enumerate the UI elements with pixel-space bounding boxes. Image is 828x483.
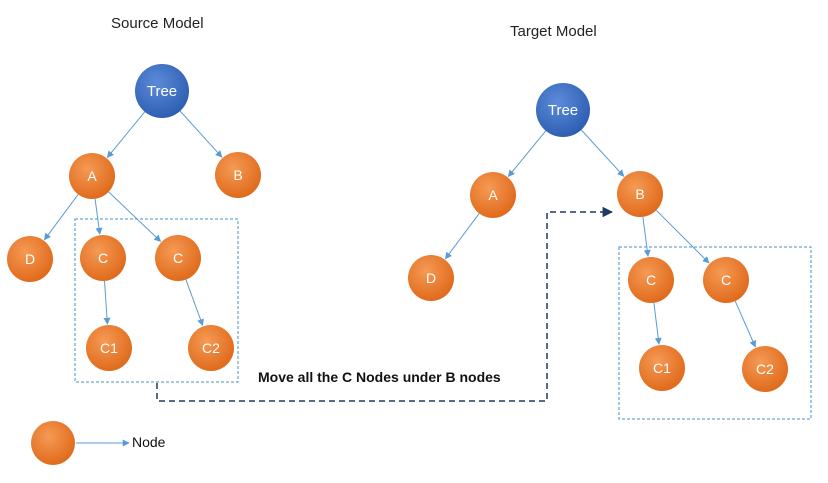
move-caption: Move all the C Nodes under B nodes <box>258 369 501 385</box>
source-selection-box <box>74 218 239 383</box>
source-model-title: Source Model <box>111 15 204 32</box>
target-node-circle <box>742 346 788 392</box>
target-node-t-b: B <box>617 171 663 217</box>
target-node-t-a: A <box>470 172 516 218</box>
source-node-label: Tree <box>147 83 177 100</box>
target-model-title: Target Model <box>510 23 597 40</box>
source-node-s-c2c: C2 <box>188 325 234 371</box>
source-edge-s-a-to-s-c2 <box>108 191 162 242</box>
target-node-label: C <box>721 272 731 288</box>
source-edge-s-tree-to-s-a <box>106 111 146 159</box>
source-node-circle <box>7 236 53 282</box>
source-edge-s-tree-to-s-b <box>179 110 223 158</box>
source-node-s-c2: C <box>155 235 201 281</box>
target-node-label: C <box>646 272 656 288</box>
target-node-circle <box>536 83 590 137</box>
source-node-label: C <box>173 250 183 266</box>
legend-label: Node <box>132 434 166 450</box>
legend-node-swatch <box>31 421 75 465</box>
target-node-t-d: D <box>408 255 454 301</box>
source-node-circle <box>215 152 261 198</box>
target-node-label: B <box>635 186 644 202</box>
source-edge-s-c2-to-s-c2c <box>185 279 204 327</box>
source-node-circle <box>135 64 189 118</box>
target-node-circle <box>617 171 663 217</box>
source-node-circle <box>69 153 115 199</box>
target-node-circle <box>703 257 749 303</box>
edges-layer <box>43 110 757 348</box>
target-node-t-c2: C <box>703 257 749 303</box>
source-edge-s-a-to-s-c1 <box>94 198 103 235</box>
target-node-circle <box>470 172 516 218</box>
source-node-s-c1: C <box>80 235 126 281</box>
source-node-circle <box>188 325 234 371</box>
target-edge-t-a-to-t-d <box>444 213 480 260</box>
target-edge-t-b-to-t-c1 <box>642 216 651 257</box>
move-arrow <box>156 206 614 402</box>
source-node-s-tree: Tree <box>135 64 189 118</box>
target-node-label: A <box>488 187 498 203</box>
target-node-label: C2 <box>756 361 774 377</box>
target-node-t-c1: C <box>628 257 674 303</box>
target-node-label: D <box>426 270 436 286</box>
source-node-circle <box>80 235 126 281</box>
target-edge-t-b-to-t-c2 <box>655 209 710 264</box>
source-edge-s-a-to-s-d <box>43 194 79 241</box>
source-node-label: D <box>25 251 35 267</box>
legend <box>31 421 130 465</box>
source-edge-s-c1-to-s-c1c <box>103 280 111 325</box>
target-node-t-tree: Tree <box>536 83 590 137</box>
target-edge-t-tree-to-t-b <box>580 129 625 177</box>
target-selection-box <box>618 246 812 420</box>
source-node-label: A <box>87 168 97 184</box>
source-node-label: C <box>98 250 108 266</box>
source-node-s-d: D <box>7 236 53 282</box>
target-node-circle <box>639 345 685 391</box>
source-node-label: B <box>233 167 242 183</box>
target-node-label: C1 <box>653 360 671 376</box>
target-node-t-c2c: C2 <box>742 346 788 392</box>
source-node-label: C1 <box>100 340 118 356</box>
source-node-s-b: B <box>215 152 261 198</box>
target-node-circle <box>408 255 454 301</box>
target-node-t-c1c: C1 <box>639 345 685 391</box>
source-node-circle <box>155 235 201 281</box>
source-node-label: C2 <box>202 340 220 356</box>
target-edge-t-tree-to-t-a <box>507 130 547 178</box>
target-edge-t-c1-to-t-c1c <box>653 302 662 345</box>
source-node-circle <box>86 325 132 371</box>
target-node-circle <box>628 257 674 303</box>
source-node-s-a: A <box>69 153 115 199</box>
target-node-label: Tree <box>548 102 578 119</box>
source-node-s-c1c: C1 <box>86 325 132 371</box>
target-edge-t-c2-to-t-c2c <box>734 300 757 348</box>
